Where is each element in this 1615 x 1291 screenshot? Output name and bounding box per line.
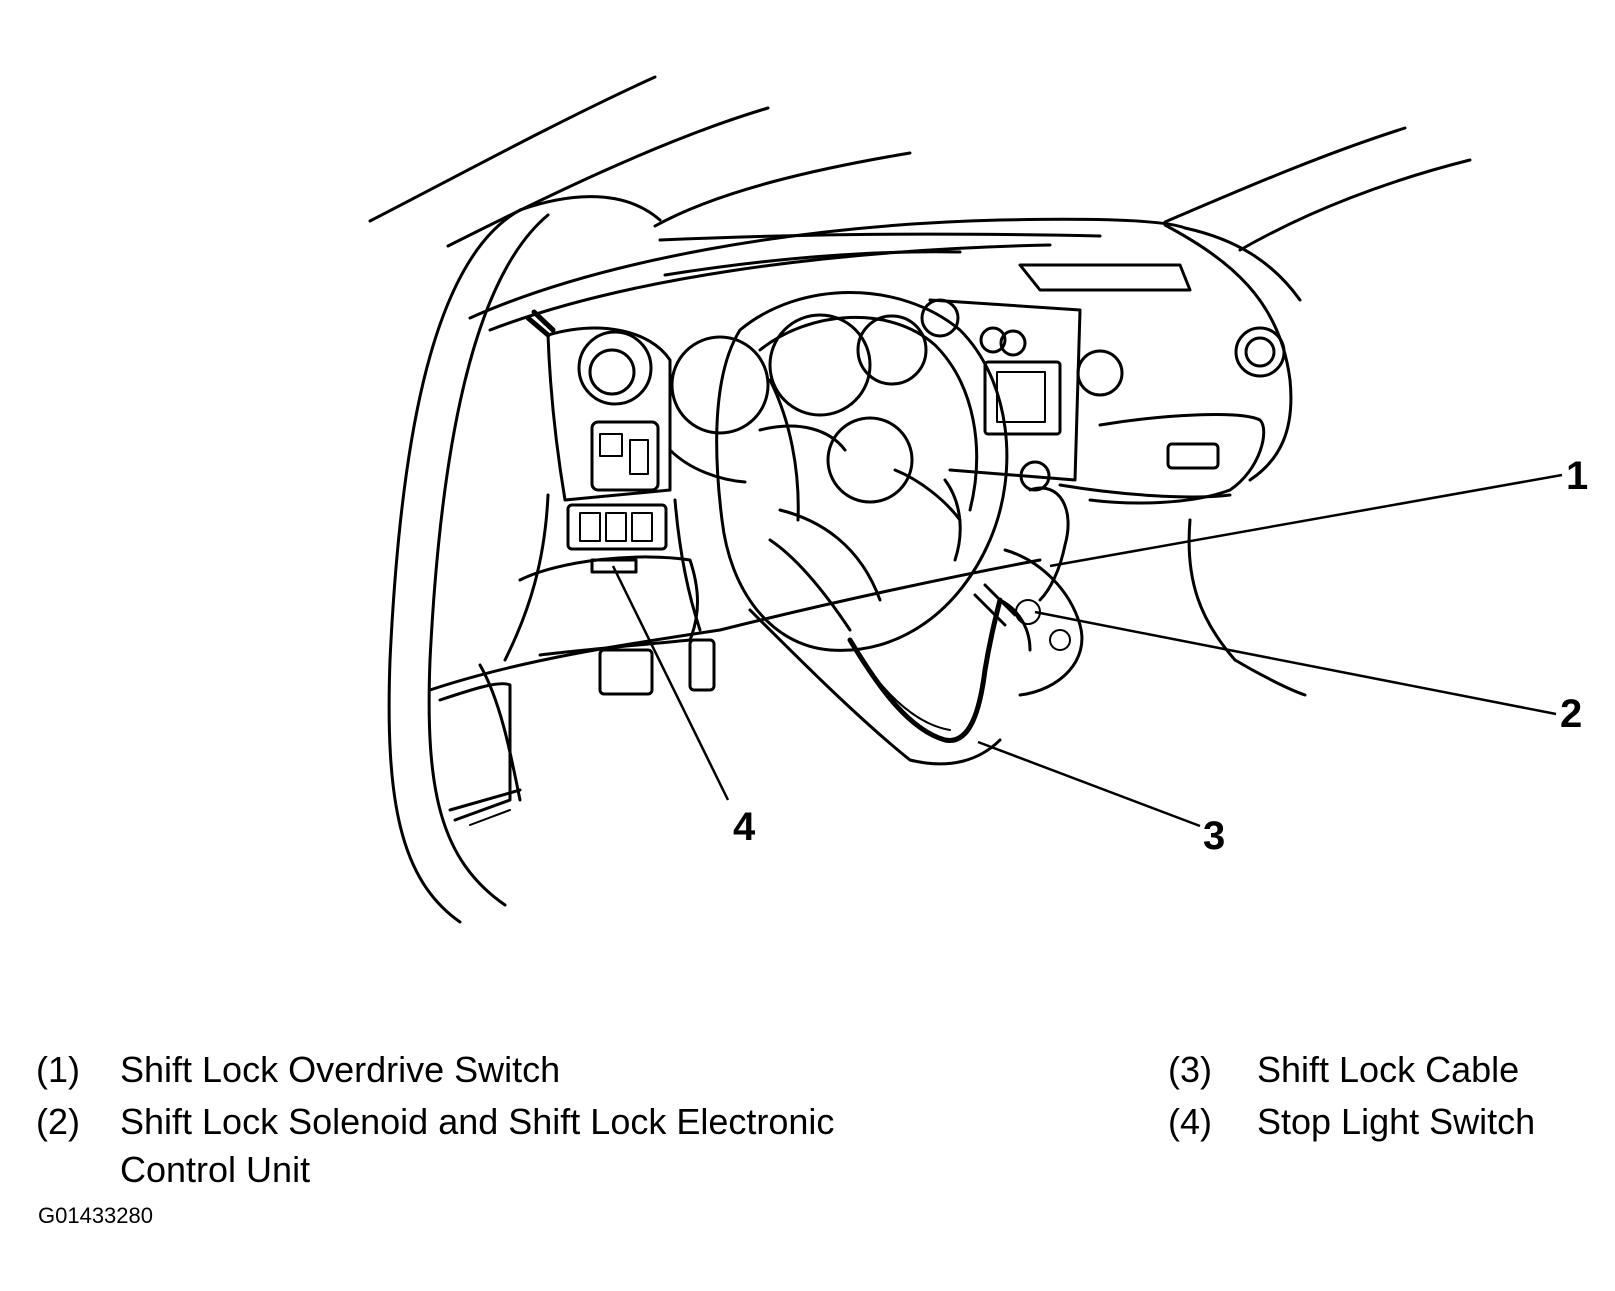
legend-number: (3) (1168, 1049, 1212, 1090)
leader-lines (611, 473, 1563, 828)
a-pillar (387, 195, 662, 924)
dashboard-top (468, 217, 1302, 482)
leader-line-4 (611, 565, 730, 801)
legend-text-line2: Control Unit (120, 1149, 311, 1190)
legend-text: Shift Lock Cable (1257, 1049, 1520, 1090)
leader-line-2 (1034, 610, 1557, 716)
legend-text: Stop Light Switch (1257, 1101, 1536, 1142)
leader-line-3 (977, 740, 1201, 828)
left-instrument-pod (525, 309, 672, 502)
callout-4: 4 (733, 805, 756, 849)
callout-1: 1 (1566, 454, 1588, 498)
callout-2: 2 (1560, 692, 1582, 736)
legend-text: Shift Lock Solenoid and Shift Lock Elect… (120, 1101, 835, 1142)
legend-number: (4) (1168, 1101, 1212, 1142)
glovebox (1058, 413, 1307, 697)
shift-lock-cable (847, 597, 1003, 743)
legend-number: (1) (36, 1049, 80, 1090)
gauge-cluster (668, 313, 928, 484)
figure-code: G01433280 (38, 1203, 153, 1228)
callout-3: 3 (1203, 814, 1225, 858)
gear-shifter (973, 486, 1084, 697)
steering-wheel (715, 291, 1009, 652)
dashboard-illustration: 1 2 3 4 (368, 75, 1588, 924)
lower-dash (428, 555, 1042, 826)
center-stack (920, 298, 1286, 492)
switch-panel (503, 493, 702, 662)
windshield-lines (368, 75, 1472, 252)
legend-number: (2) (36, 1101, 80, 1142)
legend-text: Shift Lock Overdrive Switch (120, 1049, 561, 1090)
leader-line-1 (1049, 473, 1563, 568)
